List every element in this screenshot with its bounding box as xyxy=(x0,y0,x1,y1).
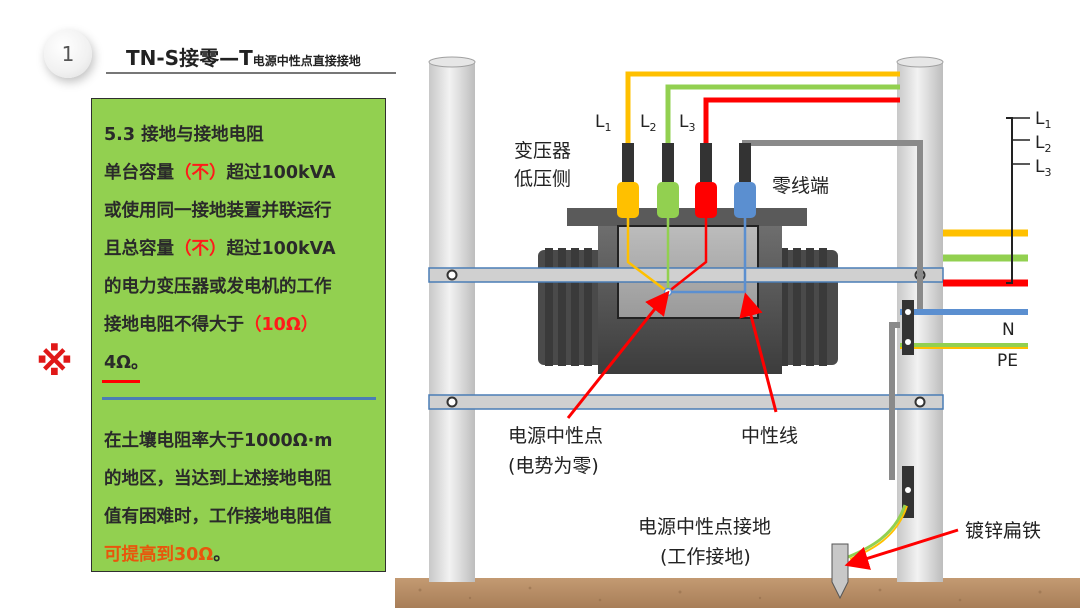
label-neutral-point-1: 电源中性点 xyxy=(508,425,603,447)
label-neutral-point-2: (电势为零) xyxy=(508,455,599,477)
panel-orange-4: 可提高到30Ω。 xyxy=(104,541,231,566)
panel-line-2: 或使用同一接地装置并联运行 xyxy=(104,201,332,221)
o4b: 。 xyxy=(213,545,231,565)
title-main: TN-S接零—T xyxy=(126,46,253,70)
winding-L1 xyxy=(626,218,669,293)
text-panel: 5.3 接地与接地电阻 单台容量（不）超过100kVA 或使用同一接地装置并联运… xyxy=(91,98,386,572)
panel-line-3: 且总容量（不）超过100kVA xyxy=(104,235,336,260)
neutral-point-dot xyxy=(663,287,673,297)
winding-L3 xyxy=(667,218,708,293)
upper-clamp xyxy=(902,300,914,355)
phase-bracket xyxy=(1006,117,1013,284)
panel-heading: 5.3 接地与接地电阻 xyxy=(104,125,264,145)
red-underline xyxy=(102,380,140,383)
l1c: 超过100kVA xyxy=(226,163,336,183)
label-neutral-wire: 中性线 xyxy=(741,425,798,447)
l1a: 单台容量 xyxy=(104,163,174,183)
ground-soil xyxy=(395,578,1080,608)
right-label-L1: L1 xyxy=(1035,109,1051,131)
label-grounding-2: (工作接地) xyxy=(660,546,751,568)
bushing-label-L1: L1 xyxy=(595,112,611,134)
reference-mark-icon: ※ xyxy=(36,340,73,384)
arrow-galvanized xyxy=(844,528,959,570)
label-transformer-2: 低压侧 xyxy=(514,168,571,190)
panel-orange-2: 的地区，当达到上述接地电阻 xyxy=(104,469,332,489)
l3c: 超过100kVA xyxy=(226,239,336,259)
winding-neutral xyxy=(668,218,747,294)
slide-title: TN-S接零—T电源中性点直接接地 xyxy=(126,42,361,71)
panel-line-4: 的电力变压器或发电机的工作 xyxy=(104,277,332,297)
pole-left xyxy=(429,62,475,582)
slide-number: 1 xyxy=(61,42,75,66)
ground-down-wire xyxy=(889,322,900,480)
panel-orange-1: 在土壤电阻率大于1000Ω·m xyxy=(104,431,333,451)
label-transformer-1: 变压器 xyxy=(514,140,571,162)
crossbar-lower xyxy=(428,394,944,410)
label-neutral-terminal: 零线端 xyxy=(772,175,829,197)
title-sub: 电源中性点直接接地 xyxy=(252,54,361,68)
soil-texture xyxy=(418,586,1042,602)
crossbar-upper xyxy=(428,267,944,283)
o4a: 可提高到30Ω xyxy=(104,545,214,565)
l3a: 且总容量 xyxy=(104,239,174,259)
panel-line-1: 单台容量（不）超过100kVA xyxy=(104,159,336,184)
right-label-L2: L2 xyxy=(1035,133,1051,155)
ground-rod xyxy=(831,543,849,600)
right-label-L3: L3 xyxy=(1035,157,1051,179)
panel-line-5: 接地电阻不得大于（10Ω） xyxy=(104,311,318,336)
arrow-neutral-wire xyxy=(739,292,778,413)
bushing-label-L2: L2 xyxy=(640,112,656,134)
label-PE: PE xyxy=(997,351,1018,371)
blue-divider xyxy=(102,397,376,400)
title-underline xyxy=(106,72,396,74)
bushings xyxy=(617,143,756,218)
panel-orange-3: 值有困难时，工作接地电阻值 xyxy=(104,507,332,527)
label-grounding-1: 电源中性点接地 xyxy=(638,516,771,538)
panel-line-6: 4Ω。 xyxy=(104,353,149,373)
label-N: N xyxy=(1002,320,1015,340)
l5a: 接地电阻不得大于 xyxy=(104,315,244,335)
label-galvanized: 镀锌扁铁 xyxy=(965,520,1041,542)
l1b: （不） xyxy=(174,163,227,183)
l3b: （不） xyxy=(174,239,227,259)
slide-number-badge: 1 xyxy=(44,30,92,78)
l5b: （10Ω） xyxy=(244,315,319,335)
bushing-label-L3: L3 xyxy=(679,112,695,134)
arrow-neutral-point xyxy=(566,290,670,419)
